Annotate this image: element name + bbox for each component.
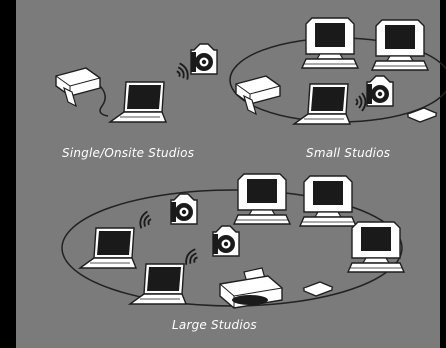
laptop-icon [80,228,136,268]
laptop-icon [294,84,350,124]
wireless-signal-icon [356,93,366,111]
camera-icon [171,194,197,224]
caption-small-studios: Small Studios [306,146,390,160]
laptop-icon [130,264,186,304]
large-studio-group [62,174,404,308]
caption-large-studios: Large Studios [172,318,257,332]
small-studio-group [230,18,446,124]
wireless-signal-icon [174,62,190,82]
router-icon [408,108,436,122]
laptop-icon [110,82,166,122]
monitor-icon [234,174,290,224]
camera-icon [367,76,393,106]
monitor-icon [302,18,358,68]
monitor-icon [348,222,404,272]
caption-single-onsite-studios: Single/Onsite Studios [62,146,194,160]
camera-icon [191,44,217,74]
large-format-printer-icon [220,268,282,308]
router-icon [304,282,332,296]
camera-icon [213,226,239,256]
monitor-icon [372,20,428,70]
single-studio-group [56,44,217,122]
printer-icon [56,68,100,106]
wireless-signal-icon [183,247,200,267]
monitor-icon [300,176,356,226]
wireless-signal-icon [138,210,153,230]
